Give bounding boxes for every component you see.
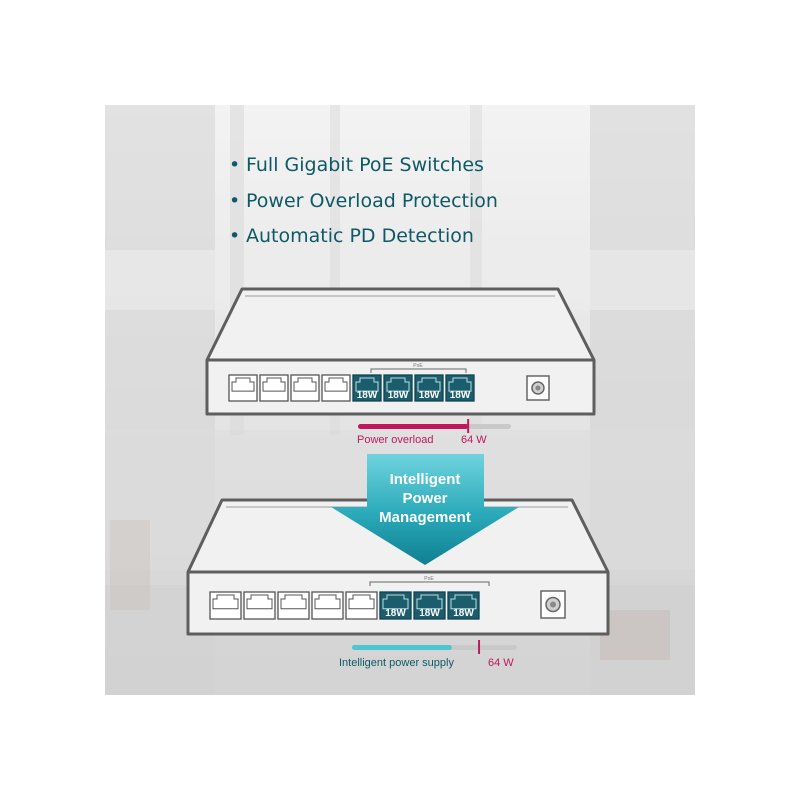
port-wattage: 18W [453, 608, 474, 619]
port-socket [212, 594, 239, 610]
arrow-line: Management [379, 509, 471, 526]
poe-label: PoE [424, 576, 434, 582]
feature-item: Full Gigabit PoE Switches [246, 154, 484, 176]
port-frame [413, 591, 446, 620]
ethernet-port [311, 591, 344, 620]
ethernet-port [209, 591, 242, 620]
feature-bullet: • [229, 154, 240, 176]
ethernet-port [277, 591, 310, 620]
ethernet-port [290, 374, 320, 402]
power-budget: 64 W [461, 434, 487, 446]
ethernet-port [243, 591, 276, 620]
ethernet-port [345, 591, 378, 620]
port-socket [355, 377, 379, 392]
switch-bottom: PoE 18W 18W 18W Intelligent power supply 6… [186, 498, 610, 669]
power-budget: 64 W [488, 657, 514, 669]
feature-list: • Full Gigabit PoE Switches • Power Over… [229, 154, 498, 247]
port-socket [382, 594, 409, 610]
port-frame [228, 374, 258, 402]
port-frame [259, 374, 289, 402]
port-socket [448, 377, 472, 392]
port-socket [262, 377, 286, 392]
feature-bullet: • [229, 225, 240, 247]
poe-port: 18W [379, 591, 412, 620]
port-frame [352, 374, 382, 402]
port-socket [450, 594, 477, 610]
ethernet-port [228, 374, 258, 402]
port-socket [246, 594, 273, 610]
port-socket [417, 377, 441, 392]
port-row: 18W 18W 18W 18W [228, 374, 475, 402]
port-frame [311, 591, 344, 620]
port-socket [416, 594, 443, 610]
power-caption: Intelligent power supply [339, 657, 454, 669]
poe-port: 18W [383, 374, 413, 402]
port-frame [445, 374, 475, 402]
intelligent-power-arrow: Intelligent Power Management [331, 454, 519, 565]
ethernet-port [321, 374, 351, 402]
poe-label: PoE [413, 363, 423, 369]
port-row: 18W 18W 18W [209, 591, 480, 620]
arrow-line: Intelligent [390, 471, 461, 488]
port-frame [379, 591, 412, 620]
port-socket [348, 594, 375, 610]
arrow-shape [331, 454, 519, 565]
port-socket [280, 594, 307, 610]
port-wattage: 18W [388, 390, 409, 401]
power-jack [540, 590, 566, 619]
poe-port: 18W [445, 374, 475, 402]
poe-bracket [369, 581, 490, 586]
port-socket [231, 377, 255, 392]
power-supply-fill [352, 645, 452, 650]
port-socket [386, 377, 410, 392]
power-jack [526, 375, 550, 401]
port-wattage: 18W [385, 608, 406, 619]
port-frame [345, 591, 378, 620]
power-caption: Power overload [357, 434, 433, 446]
port-wattage: 18W [357, 390, 378, 401]
feature-item: Automatic PD Detection [246, 225, 474, 247]
port-frame [277, 591, 310, 620]
port-frame [321, 374, 351, 402]
port-frame [414, 374, 444, 402]
poe-port: 18W [447, 591, 480, 620]
port-frame [243, 591, 276, 620]
power-load-fill [358, 424, 469, 429]
port-frame [383, 374, 413, 402]
poe-bracket [370, 368, 467, 373]
arrow-line: Power [402, 490, 447, 507]
ethernet-port [259, 374, 289, 402]
feature-bullet: • [229, 190, 240, 212]
feature-item: Power Overload Protection [246, 190, 498, 212]
poe-port: 18W [352, 374, 382, 402]
poe-port: 18W [414, 374, 444, 402]
port-socket [293, 377, 317, 392]
port-frame [290, 374, 320, 402]
port-socket [324, 377, 348, 392]
switch-top: PoE 18W 18W 18W 18W Power overload 64 W [205, 287, 596, 446]
port-wattage: 18W [419, 390, 440, 401]
poe-port: 18W [413, 591, 446, 620]
port-socket [314, 594, 341, 610]
port-wattage: 18W [450, 390, 471, 401]
port-frame [209, 591, 242, 620]
port-frame [447, 591, 480, 620]
port-wattage: 18W [419, 608, 440, 619]
